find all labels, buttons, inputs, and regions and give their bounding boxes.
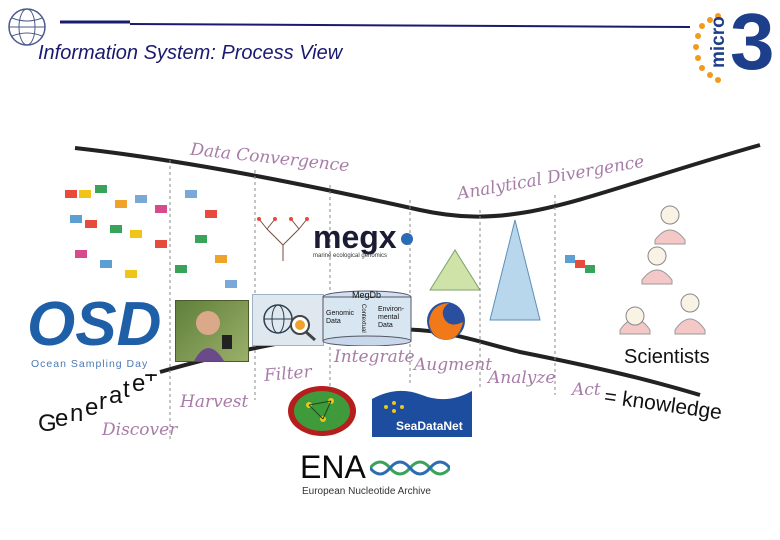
logo-number: 3 — [730, 0, 775, 86]
generate-letter: n — [70, 400, 84, 427]
osd-logo: OSD Ocean Sampling Day — [25, 292, 161, 374]
wave-icon — [372, 385, 472, 413]
firefox-icon — [427, 302, 465, 340]
generate-letter: e — [132, 370, 146, 397]
generate-letter: e — [55, 405, 69, 432]
generate-letter: r — [99, 388, 107, 415]
stage-dividers — [169, 160, 556, 440]
seadatanet-name: SeaDataNet — [396, 419, 463, 433]
stage-analyze: Analyze — [488, 368, 556, 388]
generate-letter: t — [123, 376, 130, 403]
generate-letter: e — [85, 394, 99, 421]
osd-logo-caption: Ocean Sampling Day — [31, 358, 149, 370]
stage-integrate: Integrate — [334, 347, 415, 367]
ena-logo: ENA European Nucleotide Archive — [300, 450, 460, 502]
generate-letter: G — [38, 410, 57, 437]
osd-logo-word: OSD — [27, 290, 162, 359]
stage-discover: Discover — [102, 420, 178, 440]
data-blocks-cloud — [65, 185, 237, 288]
megx-dot-icon — [401, 233, 413, 245]
scientist-icon — [619, 306, 651, 335]
megdb-contextual: Contextual — [360, 304, 366, 333]
megdb-environmental: Environ-mental Data — [378, 306, 405, 329]
eu-stars-icon — [693, 13, 721, 83]
block-chain — [565, 255, 595, 273]
header-rule — [129, 23, 691, 28]
stage-harvest: Harvest — [180, 392, 249, 412]
person-icon — [194, 311, 232, 361]
database-icon — [322, 290, 412, 346]
megx-tagline: marine ecological genomics — [313, 253, 388, 259]
globe-search-icon — [263, 304, 316, 342]
ena-name: ENA — [300, 449, 366, 485]
scientists-label: Scientists — [624, 346, 710, 368]
stage-act: Act — [572, 380, 601, 400]
globe-search-tile — [252, 294, 324, 346]
megdb-genomic: Genomic Data — [326, 310, 355, 325]
header-decoration — [8, 8, 691, 46]
stage-augment: Augment — [414, 355, 493, 375]
dna-helix-icon — [370, 460, 450, 476]
scientist-icon — [654, 205, 686, 245]
researcher-photo — [175, 300, 249, 362]
generate-letter: a — [109, 382, 123, 409]
scientist-figures — [619, 205, 706, 335]
megx-logo: megx marine ecological genomics — [255, 215, 425, 263]
megdb-database: MegDb Genomic Data Contextual Environ-me… — [322, 290, 412, 346]
stage-filter: Filter — [263, 361, 313, 387]
megx-name: megx — [313, 219, 397, 255]
scientist-icon — [674, 293, 706, 335]
network-map-icon — [288, 386, 356, 436]
megdb-title: MegDb — [352, 290, 382, 300]
phylo-tree-icon — [257, 217, 309, 261]
ena-subtitle: European Nucleotide Archive — [302, 486, 431, 497]
analysis-stacks — [429, 219, 595, 321]
seadatanet-logo: SeaDataNet — [372, 385, 472, 437]
globe-logo-icon — [8, 8, 46, 46]
funnel-top-line — [74, 143, 761, 219]
page-title: Information System: Process View — [38, 42, 343, 64]
scientist-icon — [641, 246, 673, 285]
micro3-logo: micro 3 — [690, 2, 780, 88]
